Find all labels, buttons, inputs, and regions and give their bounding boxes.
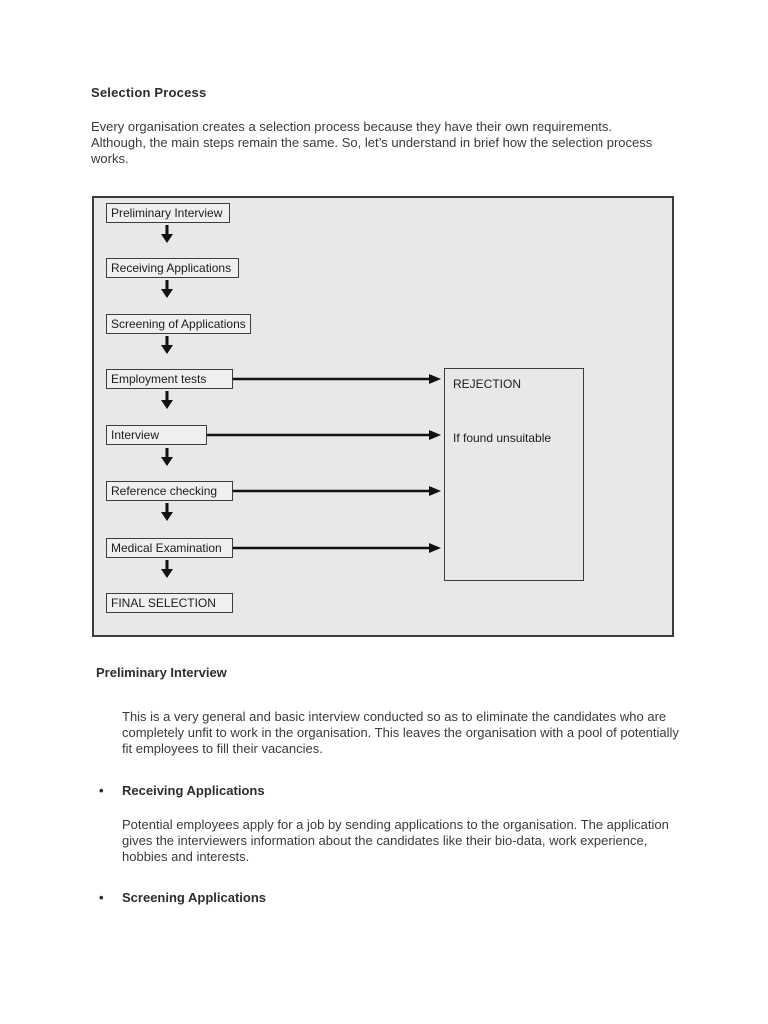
section-body-receiving-applications: Potential employees apply for a job by s… xyxy=(122,817,669,864)
bullet-icon: • xyxy=(99,890,104,905)
rejection-note: If found unsuitable xyxy=(453,431,552,445)
bullet-icon: • xyxy=(99,783,104,798)
selection-process-flowchart: Preliminary Interview Receiving Applicat… xyxy=(92,196,674,637)
flow-step-reference-checking: Reference checking xyxy=(106,481,233,501)
flow-step-preliminary-interview: Preliminary Interview xyxy=(106,203,230,223)
flow-step-screening-of-applications: Screening of Applications xyxy=(106,314,251,334)
flow-arrows xyxy=(161,225,441,578)
section-body-preliminary-interview: This is a very general and basic intervi… xyxy=(122,709,679,756)
section-heading-screening-applications: Screening Applications xyxy=(122,890,266,905)
flow-step-employment-tests: Employment tests xyxy=(106,369,233,389)
flow-step-final-selection: FINAL SELECTION xyxy=(106,593,233,613)
section-heading-receiving-applications: Receiving Applications xyxy=(122,783,265,798)
intro-paragraph: Every organisation creates a selection p… xyxy=(91,119,653,166)
page-title: Selection Process xyxy=(91,85,207,100)
flow-step-medical-examination: Medical Examination xyxy=(106,538,233,558)
section-heading-preliminary-interview: Preliminary Interview xyxy=(96,665,227,680)
flow-step-receiving-applications: Receiving Applications xyxy=(106,258,239,278)
rejection-box: REJECTION If found unsuitable xyxy=(444,368,584,581)
flow-step-interview: Interview xyxy=(106,425,207,445)
rejection-title: REJECTION xyxy=(453,377,522,391)
